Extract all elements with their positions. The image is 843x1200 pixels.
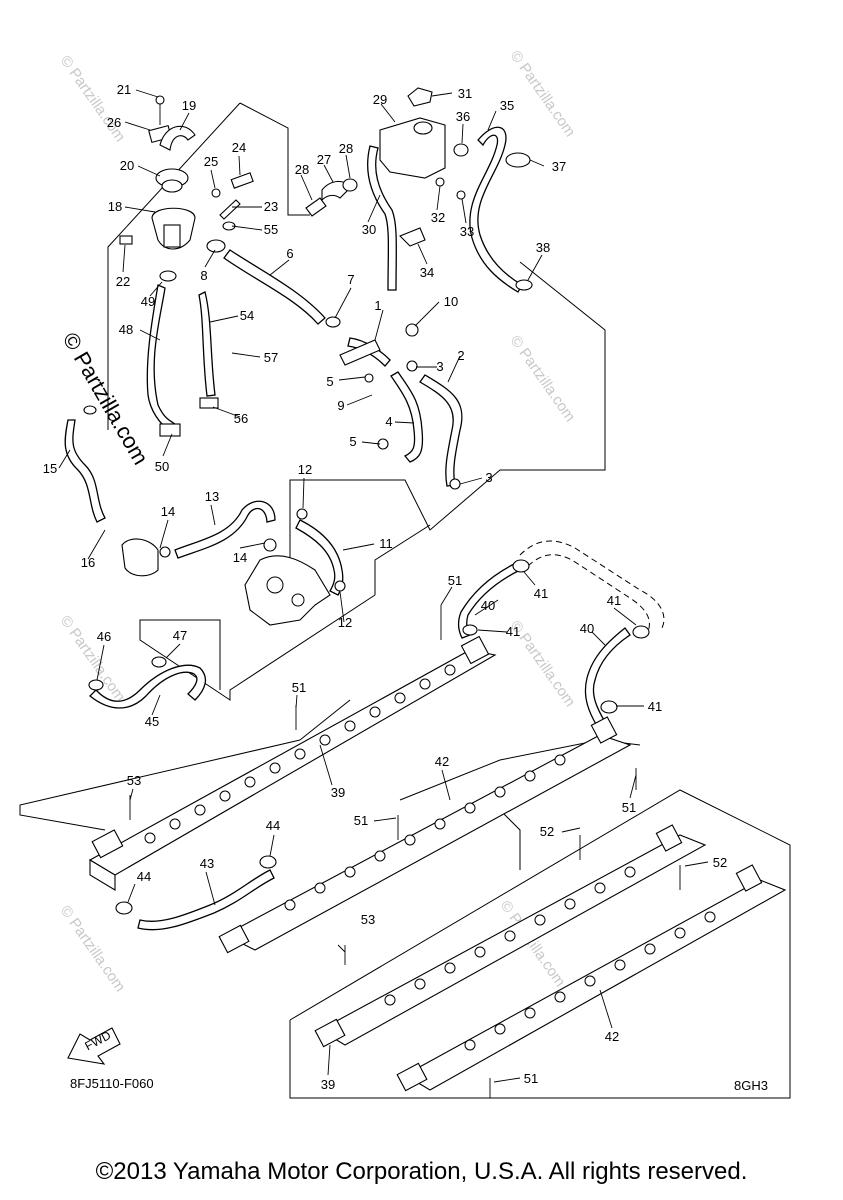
return-pipe [512, 540, 665, 714]
part-label: 5 [349, 434, 356, 449]
part-label: 57 [264, 350, 278, 365]
part-label: 8 [200, 268, 207, 283]
part-label: 52 [540, 824, 554, 839]
part-label: 3 [485, 470, 492, 485]
part-label: 21 [117, 82, 131, 97]
part-label: 52 [713, 855, 727, 870]
part-label: 56 [234, 411, 248, 426]
part-label: 9 [337, 398, 344, 413]
rail-39-holes [144, 664, 456, 844]
part-label: 31 [458, 86, 472, 101]
part-label: 28 [339, 141, 353, 156]
figure-code: 8FJ5110-F060 [70, 1076, 154, 1091]
part-label: 10 [444, 294, 458, 309]
part-label: 51 [354, 813, 368, 828]
part-label: 33 [460, 224, 474, 239]
part-label: 41 [648, 699, 662, 714]
part-label: 35 [500, 98, 514, 113]
part-label: 22 [116, 274, 130, 289]
assembly-frames [19, 102, 791, 1099]
part-label: 11 [379, 536, 393, 551]
part-label: 34 [420, 265, 434, 280]
part-label: 12 [298, 462, 312, 477]
part-label: 51 [524, 1071, 538, 1086]
part-label: 53 [361, 912, 375, 927]
part-label: 6 [286, 246, 293, 261]
rail-42-holes [284, 754, 566, 911]
part-label: 39 [331, 785, 345, 800]
reservoir-group [305, 87, 533, 291]
watermark: © Partzilla.com [57, 903, 129, 996]
part-label: 14 [233, 550, 247, 565]
part-label: 25 [204, 154, 218, 169]
part-label: 18 [108, 199, 122, 214]
part-label: 37 [552, 159, 566, 174]
part-label: 14 [161, 504, 175, 519]
part-label: 46 [97, 629, 111, 644]
part-label: 3 [436, 359, 443, 374]
part-label: 36 [456, 109, 470, 124]
rail-39b-holes [384, 866, 636, 1006]
part-labels: 1 2 3 3 4 5 5 6 7 8 9 10 11 12 12 13 14 … [43, 82, 727, 1092]
part-label: 45 [145, 714, 159, 729]
part-label: 51 [448, 573, 462, 588]
part-label: 38 [536, 240, 550, 255]
part-label: 41 [607, 593, 621, 608]
part-label: 41 [534, 586, 548, 601]
watermark: © Partzilla.com [507, 333, 579, 426]
part-label: 54 [240, 308, 254, 323]
part-label: 13 [205, 489, 219, 504]
pump-group [121, 323, 461, 626]
copyright-notice: ©2013 Yamaha Motor Corporation, U.S.A. A… [95, 1158, 748, 1185]
part-label: 40 [481, 598, 495, 613]
part-label: 5 [326, 374, 333, 389]
part-label: 48 [119, 322, 133, 337]
part-label: 51 [622, 800, 636, 815]
part-label: 42 [605, 1029, 619, 1044]
part-label: 55 [264, 222, 278, 237]
part-label: 42 [435, 754, 449, 769]
part-label: 26 [107, 115, 121, 130]
part-label: 4 [385, 414, 392, 429]
part-label: 12 [338, 615, 352, 630]
part-label: 53 [127, 773, 141, 788]
part-label: 39 [321, 1077, 335, 1092]
part-label: 32 [431, 210, 445, 225]
watermark: © Partzilla.com [507, 48, 579, 141]
part-label: 29 [373, 92, 387, 107]
rail-42b-holes [464, 911, 716, 1051]
watermark: © Partzilla.com [57, 613, 129, 706]
part-label: 7 [347, 272, 354, 287]
part-label: 1 [374, 298, 381, 313]
part-label: 44 [137, 869, 151, 884]
part-label: 15 [43, 461, 57, 476]
part-label: 43 [200, 856, 214, 871]
part-label: 40 [580, 621, 594, 636]
part-label: 2 [457, 348, 464, 363]
part-label: 50 [155, 459, 169, 474]
part-label: 47 [173, 628, 187, 643]
part-label: 16 [81, 555, 95, 570]
rails [88, 605, 787, 1098]
part-label: 27 [317, 152, 331, 167]
thermostat-group [119, 95, 254, 253]
part-label: 23 [264, 199, 278, 214]
part-label: 41 [506, 624, 520, 639]
part-label: 51 [292, 680, 306, 695]
fwd-arrow: FWD [67, 1027, 121, 1065]
rail-fasteners [88, 605, 681, 1098]
watermark: © Partzilla.com [57, 53, 129, 146]
part-label: 19 [182, 98, 196, 113]
variant-code: 8GH3 [734, 1078, 768, 1093]
leader-lines [58, 89, 709, 1083]
part-label: 44 [266, 818, 280, 833]
part-label: 30 [362, 222, 376, 237]
part-label: 24 [232, 140, 246, 155]
part-label: 28 [295, 162, 309, 177]
part-label: 20 [120, 158, 134, 173]
part-label: 49 [141, 294, 155, 309]
